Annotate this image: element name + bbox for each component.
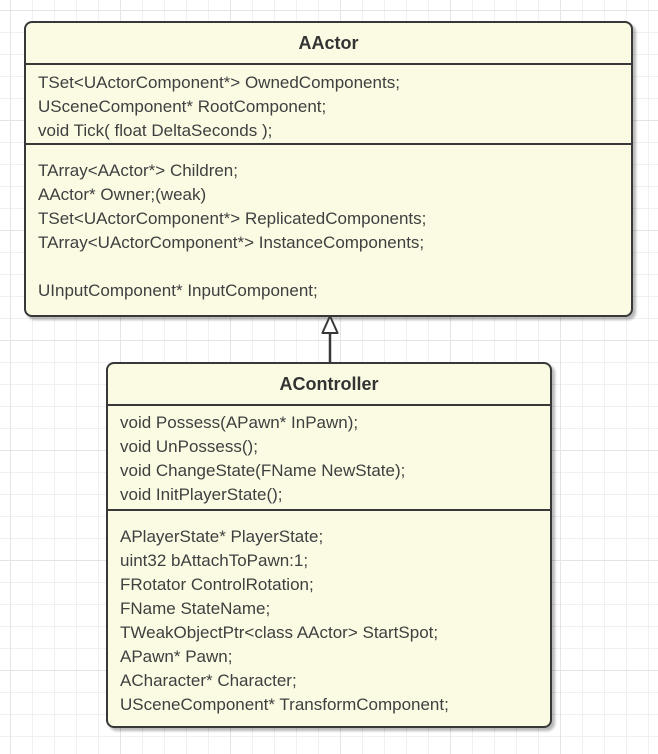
member-line: void Possess(APawn* InPawn); [120, 413, 359, 432]
member-line: APlayerState* PlayerState; [120, 527, 324, 546]
member-line: ACharacter* Character; [120, 671, 297, 690]
class-box-acontroller[interactable]: AController void Possess(APawn* InPawn);… [106, 362, 552, 728]
member-line: TSet<UActorComponent*> OwnedComponents; [38, 73, 400, 92]
member-line: UInputComponent* InputComponent; [38, 281, 318, 300]
member-line: void UnPossess(); [120, 437, 258, 456]
member-line: FRotator ControlRotation; [120, 575, 314, 594]
member-line: FName StateName; [120, 599, 271, 618]
acontroller-members-section-2: APlayerState* PlayerState; uint32 bAttac… [108, 509, 550, 726]
member-line: USceneComponent* TransformComponent; [120, 695, 449, 714]
aactor-members-section-2: TArray<AActor*> Children; AActor* Owner;… [26, 143, 631, 315]
inheritance-arrow-head [321, 315, 339, 334]
class-title-acontroller: AController [108, 364, 550, 406]
member-line: TArray<UActorComponent*> InstanceCompone… [38, 233, 425, 252]
member-line: TWeakObjectPtr<class AActor> StartSpot; [120, 623, 439, 642]
member-line: APawn* Pawn; [120, 647, 233, 666]
member-line: USceneComponent* RootComponent; [38, 97, 327, 116]
member-line: void Tick( float DeltaSeconds ); [38, 121, 273, 140]
member-line: void ChangeState(FName NewState); [120, 461, 406, 480]
member-line: TSet<UActorComponent*> ReplicatedCompone… [38, 209, 427, 228]
class-box-aactor[interactable]: AActor TSet<UActorComponent*> OwnedCompo… [24, 21, 633, 317]
member-line [38, 255, 623, 279]
acontroller-members-section-1: void Possess(APawn* InPawn); void UnPoss… [108, 406, 550, 509]
inheritance-arrow[interactable] [317, 314, 343, 364]
member-line: uint32 bAttachToPawn:1; [120, 551, 309, 570]
member-line: void InitPlayerState(); [120, 485, 283, 504]
class-title-aactor: AActor [26, 23, 631, 65]
member-line: TArray<AActor*> Children; [38, 161, 238, 180]
aactor-members-section-1: TSet<UActorComponent*> OwnedComponents; … [26, 65, 631, 143]
member-line: AActor* Owner;(weak) [38, 185, 207, 204]
